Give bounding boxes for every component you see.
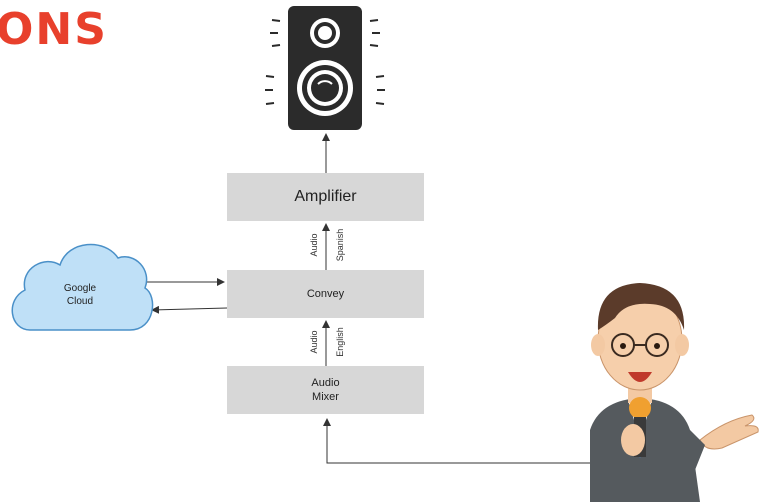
mixer-label-line2: Mixer bbox=[312, 391, 339, 403]
speaker-icon bbox=[265, 6, 385, 130]
presenter-illustration bbox=[590, 283, 759, 502]
cloud-label-line2: Cloud bbox=[66, 296, 94, 307]
edge-label-lower-audio: Audio bbox=[309, 330, 319, 354]
page-title: ONS bbox=[0, 4, 108, 55]
cloud-label-line1: Google bbox=[63, 283, 97, 294]
convey-label: Convey bbox=[306, 288, 345, 300]
google-cloud-label: Google Cloud bbox=[50, 282, 110, 308]
edge-label-english: English bbox=[335, 327, 345, 357]
cloud-icon bbox=[11, 243, 154, 331]
mixer-label-line1: Audio bbox=[311, 377, 340, 389]
arrow-convey-to-cloud bbox=[151, 305, 228, 314]
convey-box: Convey bbox=[227, 270, 424, 318]
edge-label-spanish: Spanish bbox=[335, 228, 345, 262]
edge-label-upper-audio: Audio bbox=[309, 233, 319, 257]
connector-presenter-to-mixer bbox=[323, 418, 600, 464]
audio-mixer-box: Audio Mixer bbox=[227, 366, 424, 414]
amplifier-box: Amplifier bbox=[227, 173, 424, 221]
amplifier-label: Amplifier bbox=[294, 188, 357, 205]
